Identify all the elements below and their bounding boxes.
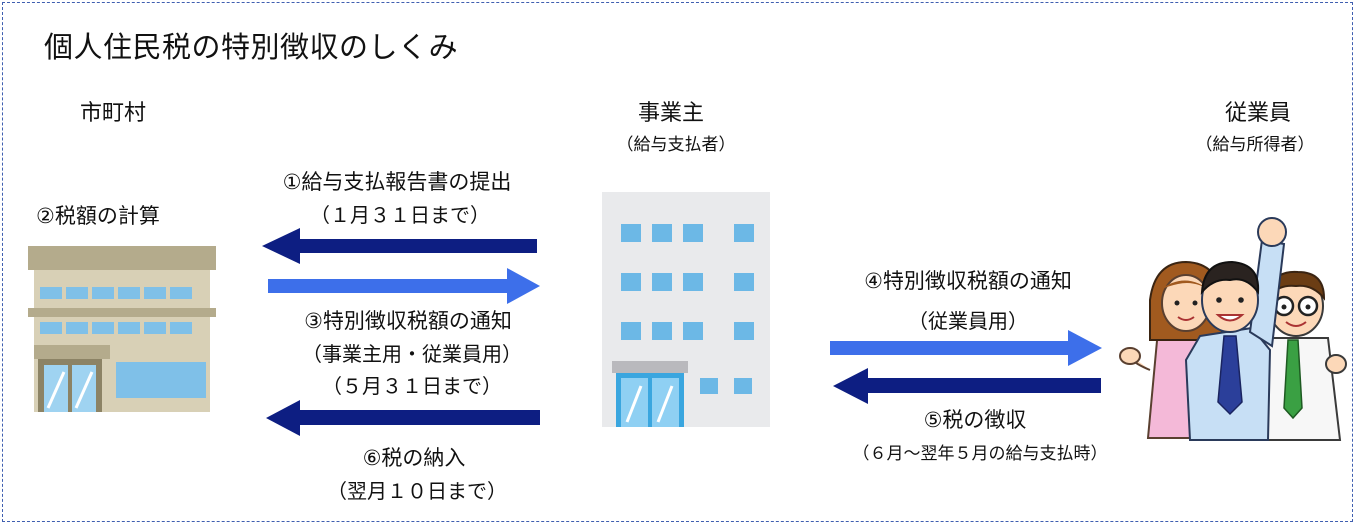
office-building-icon (602, 192, 770, 427)
employees-sub: （給与所得者） (1195, 135, 1315, 155)
step3-note2: （５月３１日まで） (322, 374, 502, 398)
employer-sub: （給与支払者） (616, 135, 736, 155)
step3-note: （事業主用・従業員用） (302, 342, 522, 366)
step6-note: （翌月１０日まで） (327, 479, 507, 503)
employer-name: 事業主 (637, 101, 705, 126)
arrow-step1 (262, 228, 537, 264)
step4-note: （従業員用） (908, 309, 1028, 333)
municipality-name: 市町村 (80, 101, 147, 126)
step6-label: ⑥税の納入 (362, 446, 466, 470)
arrow-step4 (830, 330, 1102, 366)
step3-label: ③特別徴収税額の通知 (304, 309, 512, 333)
arrow-step6 (266, 400, 540, 436)
step5-note: （６月～翌年５月の給与支払時） (852, 444, 1108, 464)
step5-label: ⑤税の徴収 (923, 408, 1027, 432)
step2-label: ②税額の計算 (36, 204, 160, 228)
diagram-artwork (28, 192, 1347, 441)
arrow-step3 (268, 268, 540, 304)
employees-group-icon (1119, 217, 1347, 441)
city-hall-icon (28, 246, 216, 412)
employees-name: 従業員 (1224, 101, 1292, 126)
diagram-title: 個人住民税の特別徴収のしくみ (44, 30, 459, 64)
step1-note: （１月３１日まで） (310, 203, 490, 227)
step1-label: ①給与支払報告書の提出 (282, 170, 512, 194)
arrow-step5 (833, 368, 1101, 404)
step4-label: ④特別徴収税額の通知 (864, 269, 1072, 293)
